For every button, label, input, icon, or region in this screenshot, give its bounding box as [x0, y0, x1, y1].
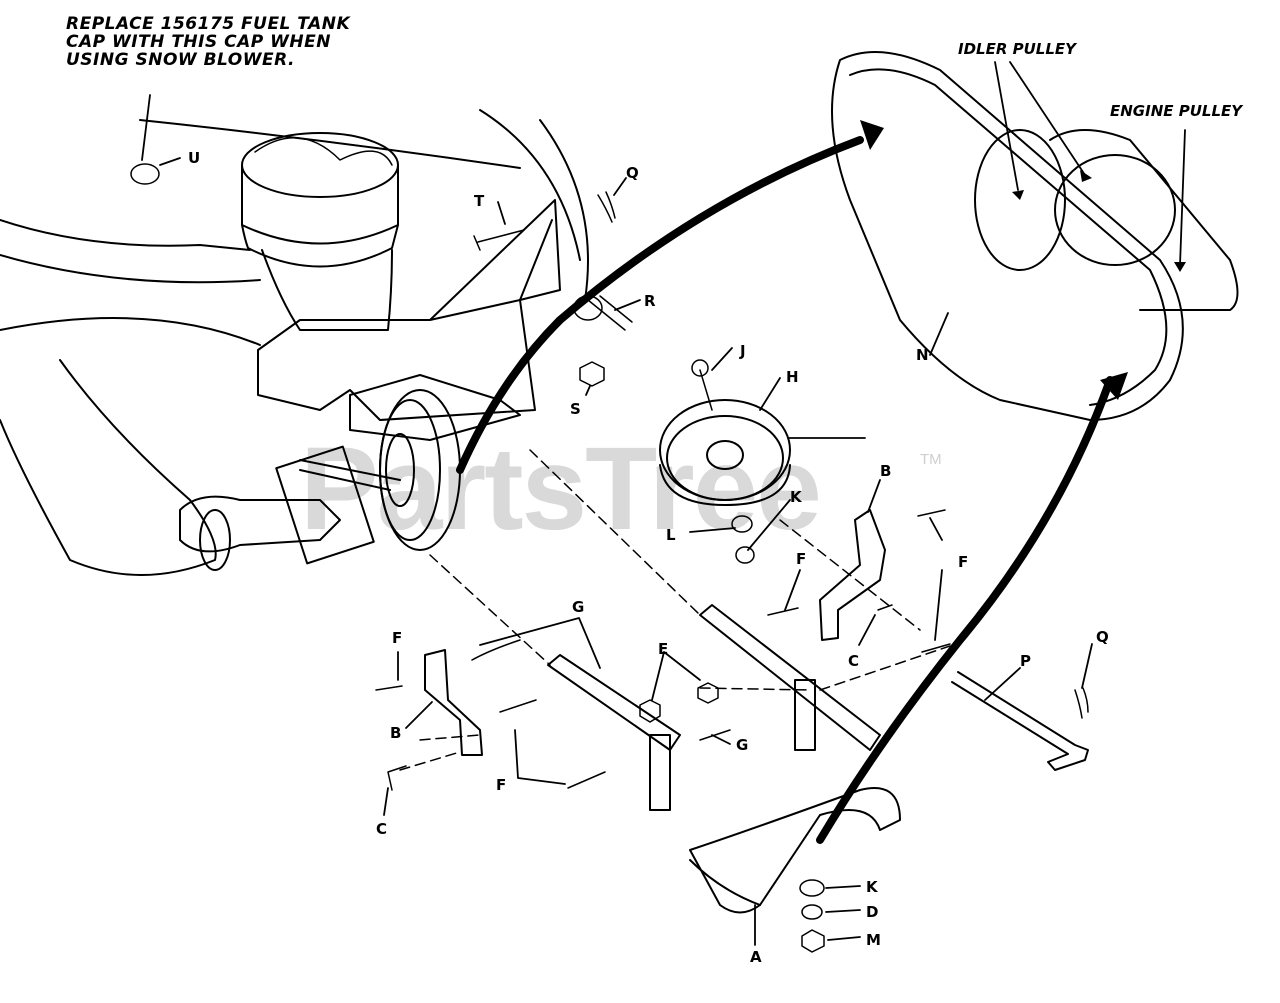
fuel-tank	[241, 132, 399, 331]
bolt-f-left	[375, 685, 403, 691]
bolt-c-left	[387, 765, 407, 791]
label-d: D	[866, 903, 878, 921]
leader-lines	[141, 61, 1186, 946]
label-q-right: Q	[1096, 628, 1109, 646]
shaft-housing	[179, 495, 341, 571]
watermark-trademark: TM	[920, 451, 942, 468]
spacer-l	[731, 515, 753, 533]
bolt-f-lower	[499, 699, 606, 789]
label-k-bottom: K	[866, 878, 879, 896]
label-e: E	[658, 640, 668, 658]
label-j: J	[739, 342, 746, 360]
hairpin-g-top	[471, 639, 521, 661]
label-p: P	[1020, 652, 1031, 670]
idler-pulley-h	[659, 399, 791, 506]
assembly-guide-lines	[399, 449, 951, 771]
label-engine-pulley: ENGINE PULLEY	[1110, 102, 1244, 120]
label-idler-pulley: IDLER PULLEY	[958, 40, 1078, 58]
label-f-bottom: F	[496, 776, 506, 794]
label-k-mid: K	[790, 488, 803, 506]
fuel-cap-note: REPLACE 156175 FUEL TANK CAP WITH THIS C…	[66, 14, 351, 70]
label-q-top: Q	[626, 164, 639, 182]
mounting-bracket-housing	[257, 199, 561, 441]
nut-m	[801, 929, 825, 953]
label-c-left: C	[376, 820, 387, 838]
drive-pulley	[275, 389, 461, 565]
bolt-j	[699, 369, 713, 411]
spacer-r	[573, 295, 603, 321]
drive-belt-n	[456, 136, 864, 474]
label-u: U	[188, 149, 200, 167]
label-m: M	[866, 931, 881, 949]
label-s: S	[570, 400, 581, 418]
label-r: R	[644, 292, 656, 310]
bolt-f-right	[917, 509, 951, 653]
label-g-mid: G	[736, 736, 748, 754]
label-b-left: B	[390, 724, 401, 742]
label-t: T	[474, 192, 485, 210]
tractor-side-panel	[0, 359, 217, 576]
hairpin-q-top	[597, 191, 616, 223]
tractor-front-line	[479, 109, 589, 301]
pin-t	[473, 229, 525, 251]
hairpin-g-mid	[699, 729, 731, 741]
bolt-c-right	[877, 604, 893, 611]
bracket-b-left	[424, 649, 483, 756]
nut-s	[579, 361, 605, 387]
label-f-mid: F	[796, 550, 806, 568]
arrowheads	[860, 120, 1186, 400]
label-l: L	[666, 526, 676, 544]
drive-belt-n-lower	[816, 376, 1114, 844]
bolt-f-mid	[767, 607, 799, 616]
pulley-cover-assembly	[831, 51, 1239, 421]
nut-e	[639, 699, 661, 723]
label-c-right: C	[848, 652, 859, 670]
hairpin-q-right	[1074, 687, 1089, 719]
washer-k-bottom	[799, 879, 825, 897]
label-g-top: G	[572, 598, 584, 616]
washer-k-mid	[735, 546, 755, 564]
lockwasher-d	[801, 904, 823, 920]
label-h: H	[786, 368, 799, 386]
rod-p	[951, 671, 1089, 771]
bracket-b-right	[819, 509, 886, 641]
cap-u	[130, 163, 160, 185]
label-a: A	[750, 948, 762, 966]
lower-bracket-assembly	[547, 604, 901, 914]
label-n: N	[916, 346, 929, 364]
label-f-left: F	[392, 629, 402, 647]
hardware-items	[130, 163, 1089, 953]
label-b-right: B	[880, 462, 891, 480]
tractor-hood-outline	[0, 119, 521, 346]
label-f-right: F	[958, 553, 968, 571]
